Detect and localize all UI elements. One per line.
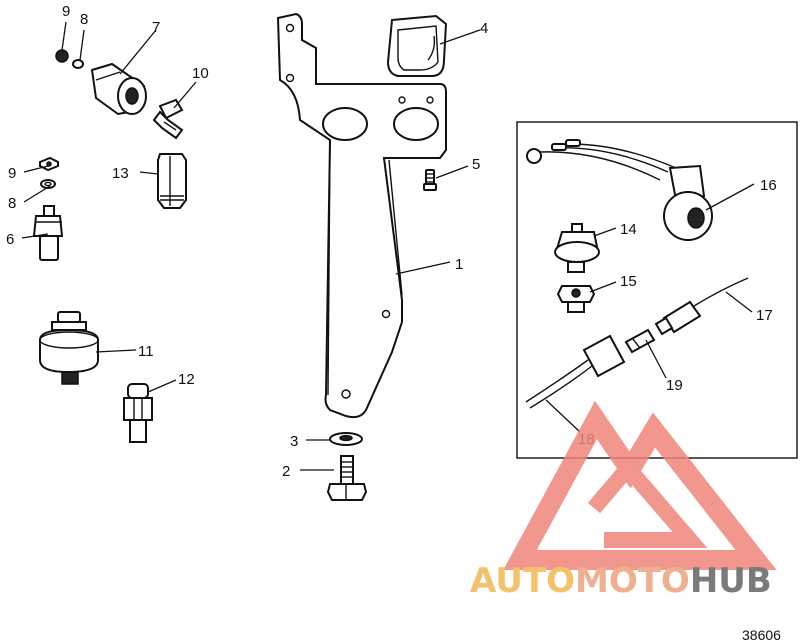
fitting-part-15 <box>556 285 596 313</box>
nut-part-9-left <box>39 156 59 172</box>
watermark-inner-mark-icon <box>587 455 708 548</box>
bracket-part-1 <box>276 12 447 419</box>
callout-16: 16 <box>760 177 777 194</box>
callout-12: 12 <box>178 371 195 388</box>
harness-part-16 <box>526 139 713 241</box>
elbow-part-10 <box>152 98 184 140</box>
bolt-part-2 <box>326 455 368 501</box>
washer-part-8-top <box>72 59 84 69</box>
watermark-hub: HUB <box>690 561 772 601</box>
callout-2: 2 <box>282 463 290 480</box>
callouts: 1 2 3 4 5 6 7 8 9 8 9 10 11 12 13 14 15 … <box>6 3 777 480</box>
watermark-triangle-icon <box>503 400 777 570</box>
inset-frame <box>516 121 798 459</box>
sender-part-7 <box>90 62 147 116</box>
adapter-part-13 <box>157 153 187 209</box>
watermark-wordmark: AUTOMOTOHUB <box>470 561 772 601</box>
callout-13: 13 <box>112 165 129 182</box>
watermark-auto: AUTO <box>470 561 575 601</box>
callout-17: 17 <box>756 307 773 324</box>
callout-6: 6 <box>6 231 14 248</box>
callout-9: 9 <box>62 3 70 20</box>
washer-part-3 <box>329 432 363 446</box>
callout-19: 19 <box>666 377 683 394</box>
washer-part-8-left <box>40 179 56 189</box>
callout-8: 8 <box>80 11 88 28</box>
callout-14: 14 <box>620 221 637 238</box>
watermark-moto: MOTO <box>575 561 690 601</box>
plug-part-19 <box>624 328 656 354</box>
callout-3: 3 <box>290 433 298 450</box>
callout-7: 7 <box>152 19 160 36</box>
sensor-part-17 <box>654 277 749 336</box>
watermark-logo <box>503 400 777 570</box>
sensor-part-11 <box>39 311 99 385</box>
nut-part-9-top <box>55 49 69 63</box>
switch-part-6 <box>32 205 64 261</box>
leader-lines <box>21 21 755 471</box>
lead-part-18 <box>525 334 626 409</box>
callout-1: 1 <box>455 256 463 273</box>
figure-number: 38606 <box>742 627 781 643</box>
svg-text:AUTOMOTOHUB: AUTOMOTOHUB <box>470 561 772 601</box>
callout-4: 4 <box>480 20 488 37</box>
callout-8b: 8 <box>8 195 16 212</box>
callout-11: 11 <box>138 343 154 360</box>
fitting-part-12 <box>123 383 153 443</box>
boot-part-4 <box>386 14 448 77</box>
callout-15: 15 <box>620 273 637 290</box>
callout-10: 10 <box>192 65 209 82</box>
sender-part-14 <box>554 223 600 273</box>
callout-9b: 9 <box>8 165 16 182</box>
callout-5: 5 <box>472 156 480 173</box>
screw-part-5 <box>423 169 437 191</box>
